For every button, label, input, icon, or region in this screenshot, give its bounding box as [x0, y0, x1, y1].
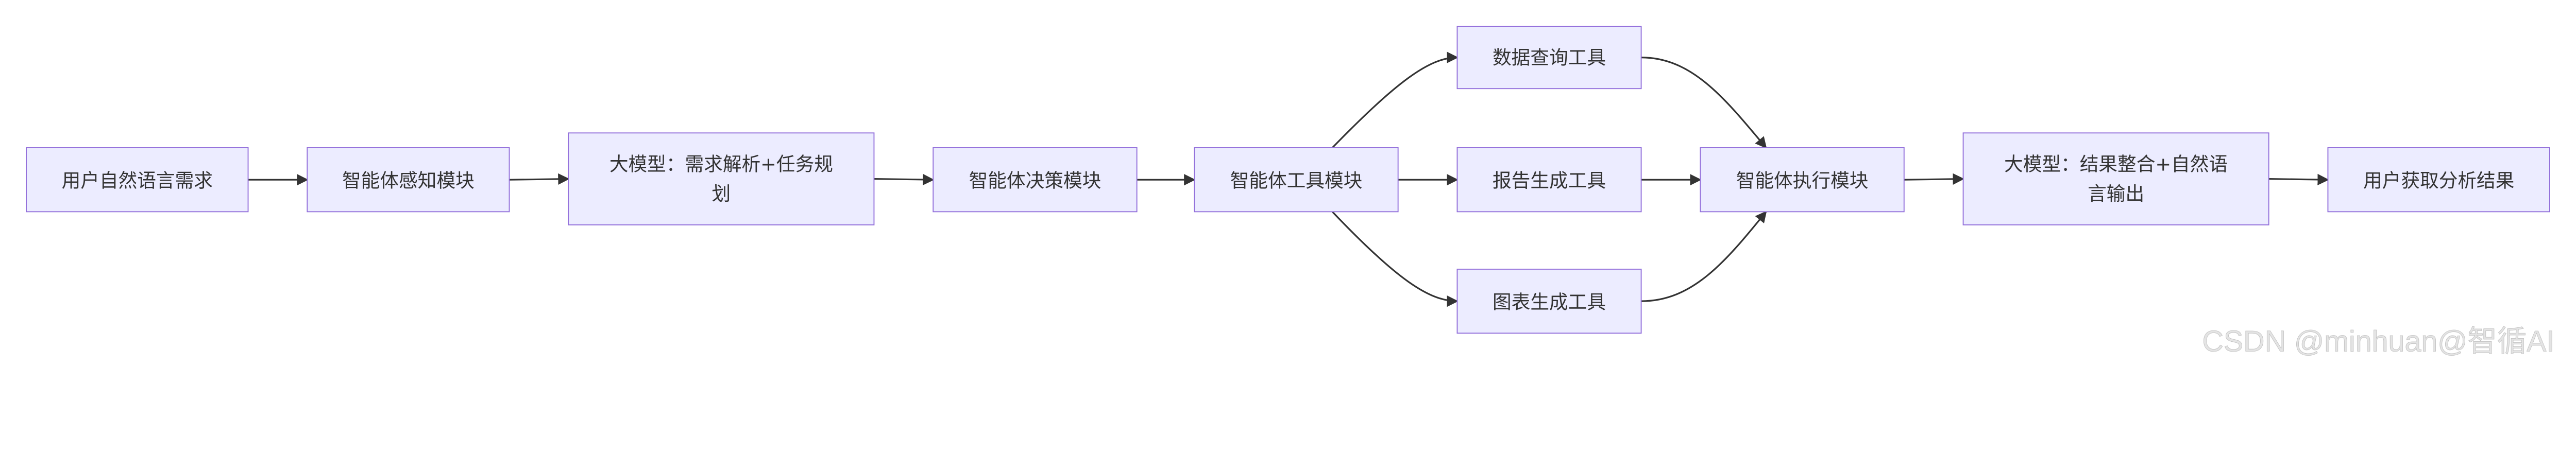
- flowchart: 用户自然语言需求 智能体感知模块 大模型：需求解析+任务规划 智能体决策模块 智能体工具…: [26, 26, 2555, 358]
- node-n4: 智能体决策模块: [933, 147, 1138, 213]
- node-box: [1456, 26, 1642, 90]
- node-n8: 图表生成工具: [1456, 268, 1642, 334]
- edge-n8-n9: [1641, 211, 1767, 302]
- node-box: [568, 132, 875, 225]
- node-n9: 智能体执行模块: [1700, 147, 1905, 213]
- node-label: 智能体执行模块: [1736, 168, 1869, 191]
- node-n2: 智能体感知模块: [307, 147, 510, 213]
- edge-n5-n8: [1331, 211, 1459, 307]
- node-n1: 用户自然语言需求: [26, 147, 249, 213]
- edge-n3-n4: [874, 173, 935, 186]
- node-box: [1962, 132, 2269, 225]
- node-label: 报告生成工具: [1492, 168, 1606, 191]
- node-label: 数据查询工具: [1492, 46, 1606, 69]
- node-box: [307, 147, 510, 213]
- node-label: 大模型：结果整合+自然语言输出: [2004, 152, 2228, 205]
- node-label: 用户获取分析结果: [2363, 168, 2515, 191]
- node-box: [1700, 147, 1905, 213]
- edge-n6-n9: [1641, 57, 1767, 149]
- node-n6: 数据查询工具: [1456, 26, 1642, 90]
- node-n10: 大模型：结果整合+自然语言输出: [1962, 132, 2269, 225]
- node-n3: 大模型：需求解析+任务规划: [568, 132, 875, 225]
- node-box: [933, 147, 1138, 213]
- node-box: [2327, 147, 2550, 213]
- node-label: 智能体决策模块: [969, 168, 1101, 191]
- node-label: 用户自然语言需求: [61, 168, 213, 191]
- node-label: 智能体感知模块: [342, 168, 474, 191]
- node-box: [1456, 147, 1642, 213]
- edge-n10-n11: [2268, 173, 2329, 186]
- node-box: [1456, 268, 1642, 334]
- node-label: 图表生成工具: [1492, 289, 1606, 313]
- watermark: CSDN @minhuan@智循AI: [2202, 325, 2554, 358]
- node-box: [26, 147, 249, 213]
- edge-n2-n3: [509, 173, 570, 185]
- node-n7: 报告生成工具: [1456, 147, 1642, 213]
- edge-n5-n6: [1331, 51, 1459, 149]
- node-n5: 智能体工具模块: [1194, 147, 1399, 213]
- node-box: [1194, 147, 1399, 213]
- node-label: 智能体工具模块: [1230, 168, 1363, 191]
- edge-n9-n10: [1904, 173, 1964, 185]
- node-n11: 用户获取分析结果: [2327, 147, 2550, 213]
- node-label: 大模型：需求解析+任务规划: [609, 152, 833, 205]
